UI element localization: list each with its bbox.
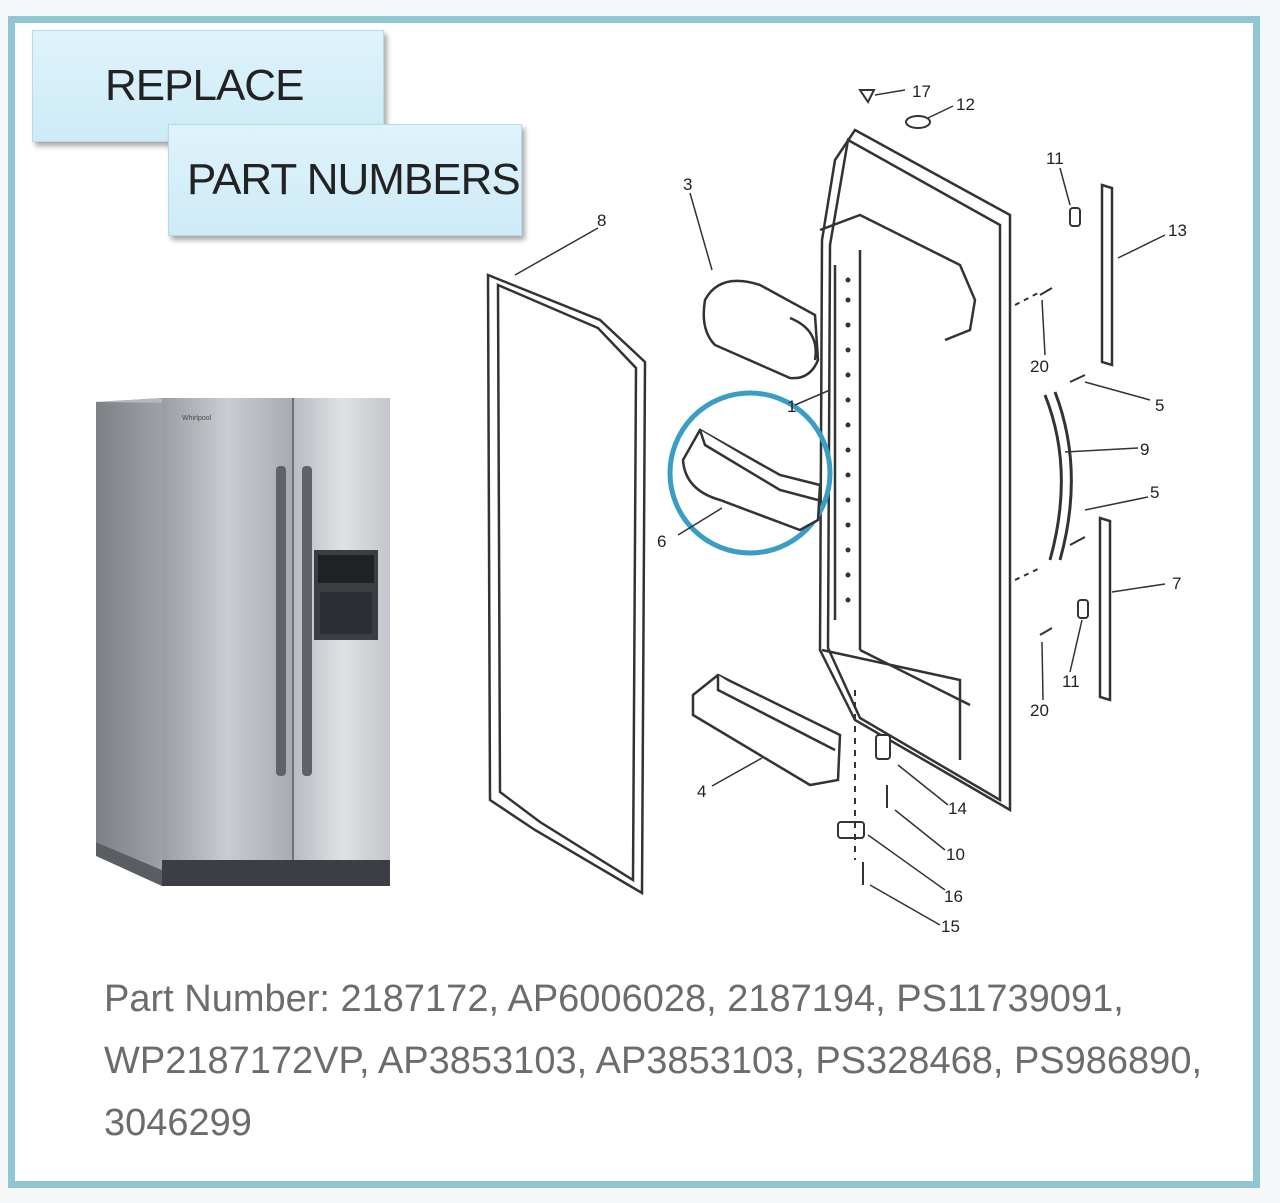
part-numbers-tag: PART NUMBERS bbox=[168, 124, 522, 236]
callout-7: 7 bbox=[1172, 574, 1181, 593]
refrigerator-illustration: Whirlpool bbox=[96, 398, 390, 886]
replace-tag: REPLACE bbox=[32, 30, 384, 142]
callout-16: 16 bbox=[944, 887, 963, 906]
callout-8: 8 bbox=[597, 211, 606, 230]
highlight-circle bbox=[667, 390, 833, 556]
part-number-list: Part Number: 2187172, AP6006028, 2187194… bbox=[104, 978, 1203, 1144]
callout-11-top: 11 bbox=[1046, 149, 1064, 168]
callout-5-top: 5 bbox=[1155, 396, 1164, 415]
callout-4: 4 bbox=[697, 782, 706, 801]
callout-1: 1 bbox=[787, 397, 796, 416]
replace-label: REPLACE bbox=[105, 61, 304, 110]
callout-3: 3 bbox=[683, 175, 692, 194]
callout-14: 14 bbox=[948, 799, 967, 818]
callout-13: 13 bbox=[1168, 221, 1187, 240]
svg-text:Whirlpool: Whirlpool bbox=[182, 415, 212, 422]
callout-5-bottom: 5 bbox=[1150, 483, 1159, 502]
handle-drawing bbox=[1043, 391, 1073, 561]
part-numbers-label: PART NUMBERS bbox=[187, 155, 521, 204]
callout-labels: 1 3 4 5 5 6 7 8 9 10 11 11 12 13 14 15 1… bbox=[597, 82, 1187, 936]
dairy-bin-drawing bbox=[702, 279, 820, 380]
callout-20-bottom: 20 bbox=[1030, 701, 1049, 720]
callout-12: 12 bbox=[956, 95, 975, 114]
lower-bin-drawing bbox=[691, 673, 842, 787]
door-gasket-drawing bbox=[486, 273, 647, 896]
callout-17: 17 bbox=[912, 82, 931, 101]
trim-strips-drawing bbox=[1098, 183, 1114, 702]
callout-20-top: 20 bbox=[1030, 357, 1049, 376]
door-liner-holes bbox=[845, 277, 851, 603]
callout-9: 9 bbox=[1140, 440, 1149, 459]
door-bin-drawing bbox=[681, 428, 822, 532]
door-liner-drawing bbox=[818, 128, 1012, 813]
callout-11-bottom: 11 bbox=[1062, 672, 1080, 691]
callout-10: 10 bbox=[946, 845, 965, 864]
callout-15: 15 bbox=[941, 917, 960, 936]
small-parts-drawing bbox=[837, 89, 1089, 885]
leader-lines bbox=[514, 89, 1166, 926]
callout-6: 6 bbox=[657, 532, 666, 551]
